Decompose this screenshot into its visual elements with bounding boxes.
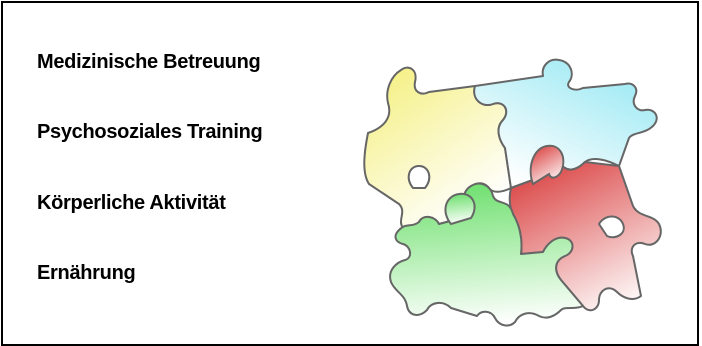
- puzzle-knob-green: [444, 192, 476, 226]
- list-item: Medizinische Betreuung: [37, 51, 261, 73]
- puzzle-knob-hole: [407, 164, 431, 189]
- puzzle-piece-green: [389, 182, 584, 327]
- list-item: Ernährung: [37, 262, 136, 284]
- puzzle-knob-hole: [597, 215, 625, 239]
- list-item: Psychosoziales Training: [37, 121, 263, 143]
- list-item: Körperliche Aktivität: [37, 192, 226, 214]
- puzzle-illustration: [363, 58, 662, 327]
- puzzle-knob-red: [529, 144, 565, 186]
- puzzle-piece-cyan: [473, 58, 658, 189]
